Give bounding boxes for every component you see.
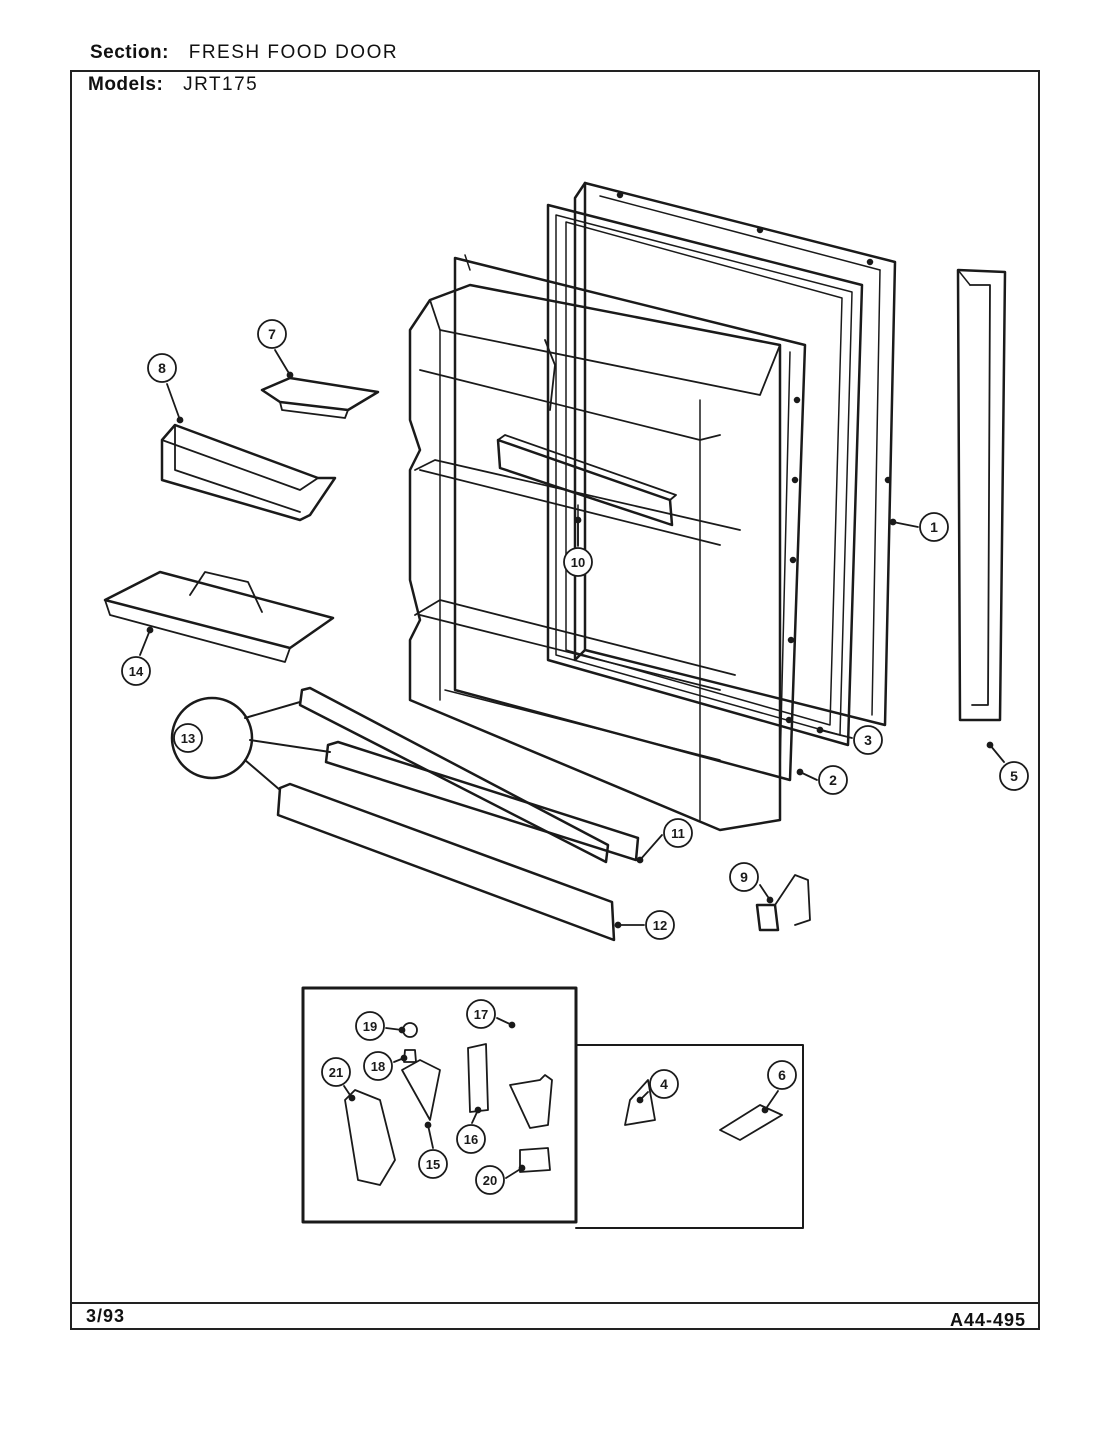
callout-arrow-2 bbox=[796, 768, 804, 776]
callout-arrow-3 bbox=[816, 726, 824, 734]
callout-circle-4 bbox=[649, 1069, 679, 1099]
dairy-compartment bbox=[160, 423, 337, 522]
callout-circle-2 bbox=[818, 765, 848, 795]
callout-label-20: 20 bbox=[483, 1173, 497, 1188]
footer-drawing-number: A44-495 bbox=[950, 1310, 1027, 1330]
callout-label-19: 19 bbox=[363, 1019, 377, 1034]
callout-circle-12 bbox=[645, 910, 675, 940]
shelf-bar bbox=[496, 434, 677, 546]
callout-arrow-19 bbox=[398, 1026, 406, 1034]
footer-divider bbox=[70, 1302, 1040, 1304]
door-bar-lower bbox=[276, 782, 616, 942]
callout-label-16: 16 bbox=[464, 1132, 478, 1147]
callout-circle-19 bbox=[355, 1011, 385, 1041]
callout-circle-5 bbox=[999, 761, 1029, 791]
callout-arrow-14 bbox=[146, 626, 154, 634]
callout-label-11: 11 bbox=[671, 826, 685, 841]
callout-circle-16 bbox=[456, 1124, 486, 1154]
callout-arrow-20 bbox=[518, 1164, 526, 1172]
models-label: Models: bbox=[88, 74, 164, 95]
callout-arrow-4 bbox=[636, 1096, 644, 1104]
footer-date: 3/93 bbox=[86, 1306, 126, 1326]
callout-leader-6 bbox=[764, 1090, 779, 1111]
callout-circle-11 bbox=[663, 818, 693, 848]
callout-arrow-12 bbox=[614, 921, 622, 929]
callout-label-13: 13 bbox=[181, 731, 195, 746]
callout-arrow-5 bbox=[986, 741, 994, 749]
callout-leader-7 bbox=[274, 349, 291, 376]
callout-circle-17 bbox=[466, 999, 496, 1029]
callout-arrow-8 bbox=[176, 416, 184, 424]
callout-label-12: 12 bbox=[653, 918, 667, 933]
callout-circle-13 bbox=[173, 723, 203, 753]
callout-arrow-10 bbox=[574, 516, 582, 524]
callout-label-1: 1 bbox=[930, 519, 938, 535]
callout-arrow-16 bbox=[474, 1106, 482, 1114]
callout-label-17: 17 bbox=[474, 1007, 488, 1022]
inner-liner-shelves bbox=[408, 283, 782, 832]
callout-circle-20 bbox=[475, 1165, 505, 1195]
callout-arrow-1 bbox=[889, 518, 897, 526]
callout-label-15: 15 bbox=[426, 1157, 440, 1172]
callout-leader-11 bbox=[639, 834, 663, 861]
end-cap-inset bbox=[170, 696, 331, 791]
callout-leader-8 bbox=[166, 383, 181, 421]
hinge-hardware-box bbox=[301, 986, 804, 1229]
callout-label-9: 9 bbox=[740, 869, 748, 885]
callout-circle-6 bbox=[767, 1060, 797, 1090]
models-value: JRT175 bbox=[183, 74, 259, 95]
callout-label-5: 5 bbox=[1010, 768, 1018, 784]
callout-arrow-15 bbox=[424, 1121, 432, 1129]
callout-circle-10 bbox=[563, 547, 593, 577]
callout-label-10: 10 bbox=[571, 555, 585, 570]
callout-label-2: 2 bbox=[829, 772, 837, 788]
section-label: Section: bbox=[90, 42, 169, 63]
callout-arrow-11 bbox=[636, 856, 644, 864]
callout-circle-1 bbox=[919, 512, 949, 542]
door-clip bbox=[755, 874, 811, 932]
callout-circle-7 bbox=[257, 319, 287, 349]
models-header: Models: JRT175 bbox=[88, 74, 258, 96]
section-value: FRESH FOOD DOOR bbox=[188, 42, 399, 63]
callout-circle-18 bbox=[363, 1051, 393, 1081]
callout-leader-3 bbox=[819, 729, 853, 739]
callout-leader-15 bbox=[427, 1124, 434, 1149]
callout-circle-8 bbox=[147, 353, 177, 383]
callout-label-7: 7 bbox=[268, 326, 276, 342]
door-liner bbox=[453, 254, 807, 782]
egg-tray bbox=[103, 570, 335, 663]
callout-arrow-18 bbox=[400, 1054, 408, 1062]
callout-label-4: 4 bbox=[660, 1076, 668, 1092]
callout-arrow-7 bbox=[286, 371, 294, 379]
callout-label-6: 6 bbox=[778, 1067, 786, 1083]
callout-circle-9 bbox=[729, 862, 759, 892]
callout-arrow-17 bbox=[508, 1021, 516, 1029]
callout-label-14: 14 bbox=[129, 664, 144, 679]
callout-leader-1 bbox=[892, 521, 919, 528]
section-header: Section: FRESH FOOD DOOR bbox=[90, 42, 398, 64]
callout-circle-21 bbox=[321, 1057, 351, 1087]
callout-label-3: 3 bbox=[864, 732, 872, 748]
butter-tray bbox=[260, 376, 380, 419]
diagram-frame bbox=[70, 70, 1040, 1330]
callout-label-21: 21 bbox=[329, 1065, 343, 1080]
callout-circle-3 bbox=[853, 725, 883, 755]
callout-arrow-21 bbox=[348, 1094, 356, 1102]
callout-label-8: 8 bbox=[158, 360, 166, 376]
callout-circle-14 bbox=[121, 656, 151, 686]
door-handle bbox=[956, 268, 1007, 722]
callout-label-18: 18 bbox=[371, 1059, 385, 1074]
callout-leader-5 bbox=[989, 744, 1005, 763]
callout-leader-14 bbox=[139, 629, 151, 656]
callout-circle-15 bbox=[418, 1149, 448, 1179]
callout-arrow-6 bbox=[761, 1106, 769, 1114]
callout-arrow-9 bbox=[766, 896, 774, 904]
